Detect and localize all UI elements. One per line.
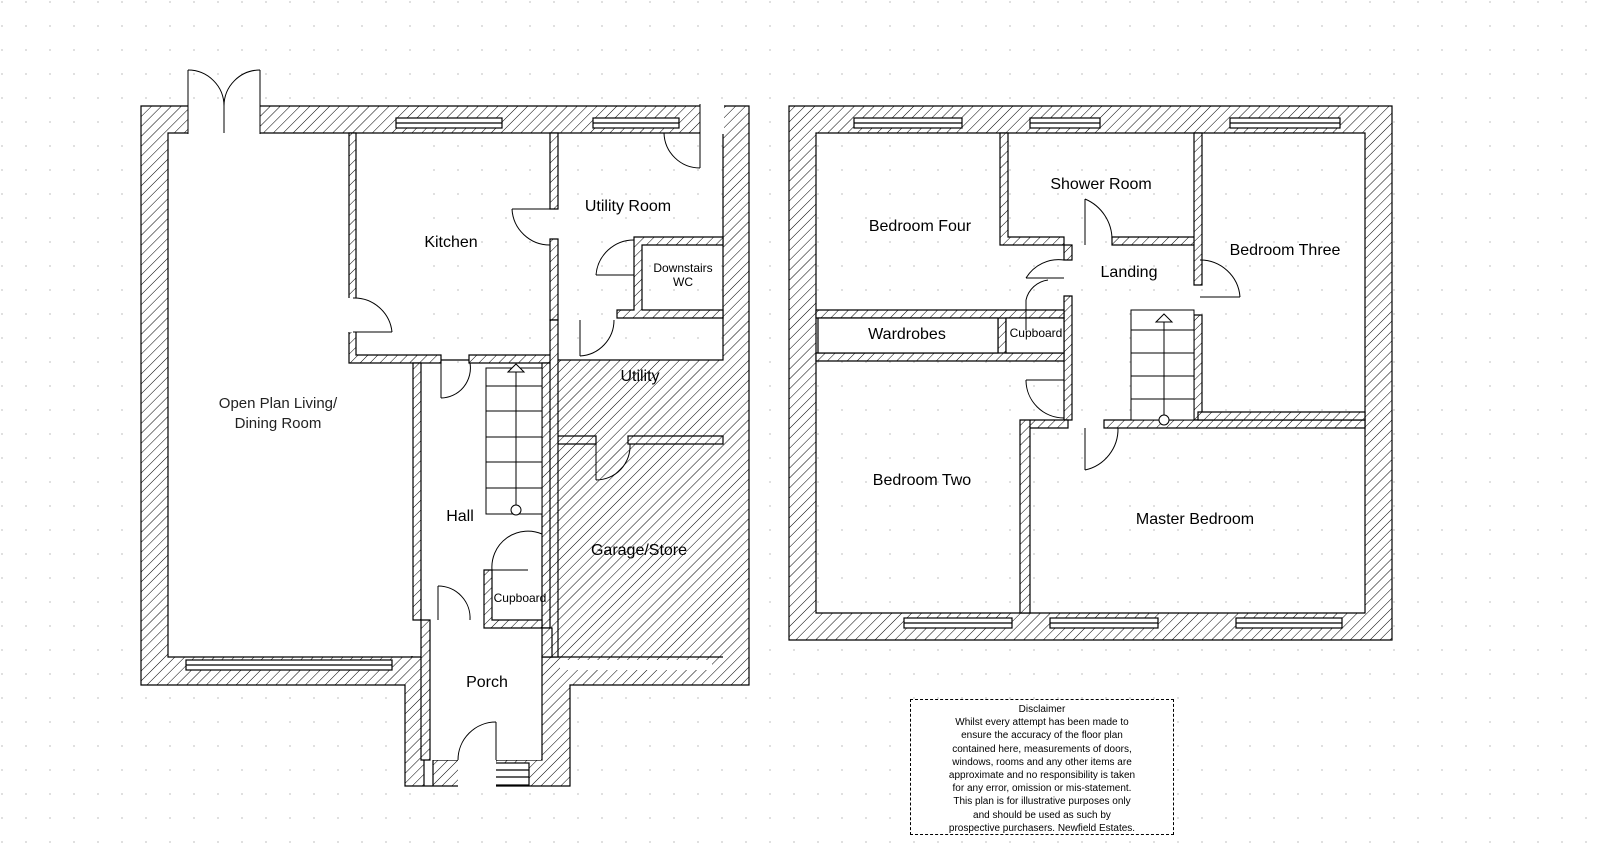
room-label-cupboard-first: Cupboard (1010, 326, 1063, 340)
room-label-living-1: Open Plan Living/ (219, 395, 338, 412)
kitchen-walls (348, 132, 442, 364)
disclaimer-line: windows, rooms and any other items are (952, 756, 1132, 768)
disclaimer-line: ensure the accuracy of the floor plan (961, 730, 1123, 742)
room-label-bedroom-four: Bedroom Four (869, 218, 972, 235)
disclaimer-line: for any error, omission or mis-statement… (952, 783, 1132, 795)
disclaimer-title: Disclaimer (1018, 704, 1066, 715)
first-floor-stairs (1130, 309, 1195, 426)
first-floor-windows (853, 117, 1343, 629)
room-label-hall: Hall (446, 508, 474, 525)
ground-floor-plan (140, 69, 750, 787)
room-label-utility: Utility (620, 368, 659, 385)
disclaimer-line: approximate and no responsibility is tak… (948, 770, 1136, 782)
landing-wall-left (1063, 244, 1073, 421)
disclaimer-line: Whilst every attempt has been made to (955, 717, 1129, 729)
kitchen-hall-wall (468, 354, 554, 364)
room-label-master-bedroom: Master Bedroom (1136, 511, 1254, 528)
disclaimer-line: and should be used as such by (973, 809, 1111, 821)
disclaimer-line: contained here, measurements of doors, (952, 743, 1132, 755)
disclaimer-box: Disclaimer Whilst every attempt has been… (910, 699, 1174, 835)
first-floor-walls (788, 105, 1393, 641)
utility-garage-wall (557, 435, 724, 445)
living-room-floor (169, 134, 413, 656)
room-label-bedroom-three: Bedroom Three (1230, 242, 1341, 259)
wc-walls (616, 236, 724, 319)
hall-living-wall (412, 362, 422, 621)
disclaimer-line: This plan is for illustrative purposes o… (953, 796, 1131, 808)
first-floor-doors (1025, 198, 1241, 471)
wardrobes-unit (817, 317, 999, 354)
room-label-wardrobes: Wardrobes (868, 326, 946, 343)
room-label-wc-1: Downstairs (653, 261, 712, 275)
room-label-cupboard-ground: Cupboard (494, 591, 547, 605)
ground-floor-windows (185, 117, 723, 786)
room-label-wc-2: WC (673, 275, 693, 289)
room-label-kitchen: Kitchen (424, 234, 477, 251)
room-label-porch: Porch (466, 674, 508, 691)
cupboard-unit (1005, 317, 1065, 354)
ground-floor-stairs (485, 363, 543, 516)
room-label-living-2: Dining Room (235, 415, 322, 432)
first-floor-plan (788, 105, 1393, 641)
porch-walls (420, 619, 553, 761)
disclaimer-line: prospective purchasers. Newfield Estates… (948, 822, 1136, 834)
room-label-landing: Landing (1101, 264, 1158, 281)
porch-floor (432, 634, 541, 760)
bedroom-three-bottom-wall (1197, 411, 1366, 421)
room-label-bedroom-two: Bedroom Two (873, 472, 972, 489)
ground-floor-doors (187, 69, 724, 787)
room-label-garage: Garage/Store (591, 542, 687, 559)
hall-garage-wall (541, 319, 559, 658)
bedroom-four-shower-wall (999, 132, 1065, 246)
room-label-utility-room: Utility Room (585, 198, 671, 215)
room-label-shower-room: Shower Room (1050, 176, 1151, 193)
